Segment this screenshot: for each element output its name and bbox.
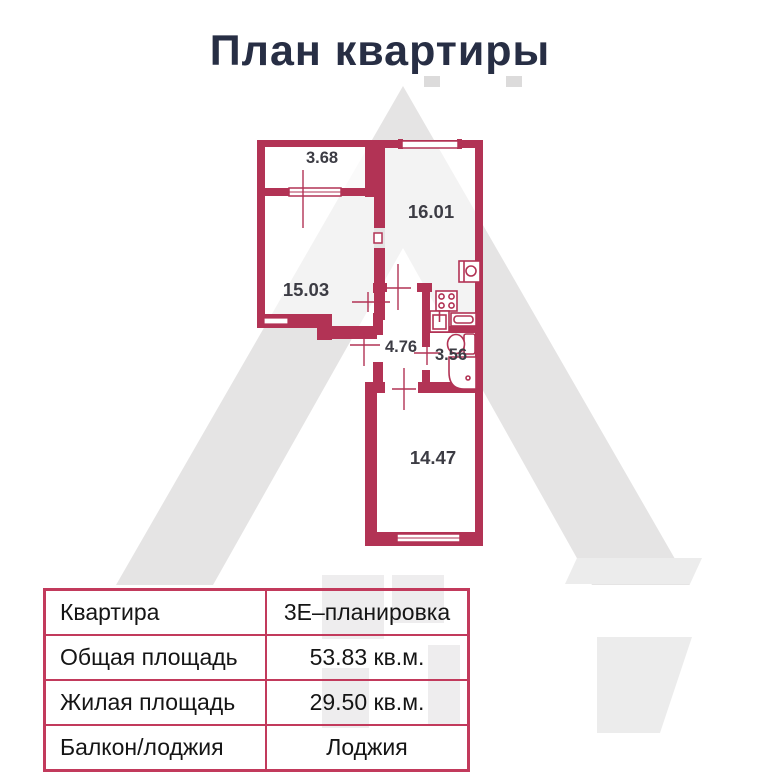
stove-icon	[435, 290, 458, 312]
bedroom-window-icon	[396, 533, 461, 543]
hallway-floor	[383, 292, 422, 382]
room-1-floor	[265, 148, 374, 326]
room-2-area-label: 14.47	[410, 447, 456, 468]
table-row: Квартира 3Е–планировка	[43, 588, 470, 636]
row-label: Балкон/лоджия	[43, 724, 267, 772]
watermark-fragment	[424, 76, 440, 87]
kitchen-living-area-label: 16.01	[408, 201, 454, 222]
loggia-window-icon	[288, 187, 342, 197]
room-1-area-label: 15.03	[283, 279, 329, 300]
watermark-triangle	[116, 86, 690, 585]
watermark-fragment	[565, 558, 702, 584]
row-value: Лоджия	[265, 724, 470, 772]
room-floors	[265, 147, 475, 532]
loggia-area-label: 3.68	[306, 149, 338, 167]
wall-niche	[263, 317, 289, 325]
watermark-fragment	[597, 637, 692, 733]
toilet-icon	[446, 333, 476, 355]
row-value: 53.83 кв.м.	[265, 634, 470, 681]
table-row: Балкон/лоджия Лоджия	[43, 724, 470, 772]
page-title: План квартиры	[209, 27, 551, 75]
row-value: 3Е–планировка	[265, 588, 470, 636]
bathroom-area-label: 3.56	[435, 346, 467, 364]
watermark-fragment	[506, 76, 522, 87]
table-row: Жилая площадь 29.50 кв.м.	[43, 679, 470, 726]
door-swing-marks	[302, 170, 440, 410]
room-area-labels: 3.68 16.01 15.03 4.76 3.56 14.47	[283, 149, 467, 468]
hallway-area-label: 4.76	[385, 338, 417, 356]
room-2-floor	[377, 393, 475, 532]
apartment-info-table: Квартира 3Е–планировка Общая площадь 53.…	[43, 588, 470, 772]
row-label: Жилая площадь	[43, 679, 267, 726]
row-value: 29.50 кв.м.	[265, 679, 470, 726]
kitchen-sink-icon	[429, 310, 450, 333]
row-label: Квартира	[43, 588, 267, 636]
fixtures	[429, 260, 481, 390]
kitchen-living-floor	[385, 148, 475, 326]
wall-niche	[373, 232, 383, 244]
countertop-icon	[450, 312, 477, 327]
row-label: Общая площадь	[43, 634, 267, 681]
shower-icon	[448, 356, 477, 390]
table-row: Общая площадь 53.83 кв.м.	[43, 634, 470, 681]
kitchen-window-icon	[398, 139, 462, 149]
windows	[263, 139, 462, 543]
washing-machine-icon	[458, 260, 481, 283]
